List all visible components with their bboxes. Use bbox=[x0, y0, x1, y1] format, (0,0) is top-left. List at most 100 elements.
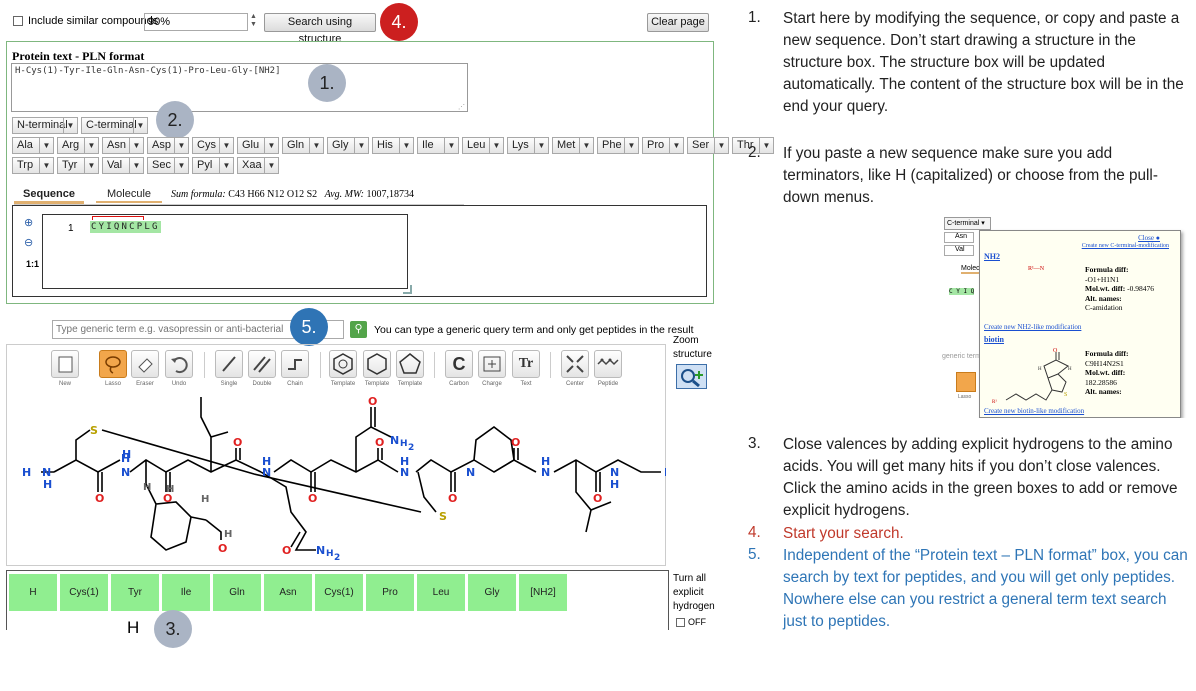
instruction-number: 3. bbox=[748, 435, 761, 452]
tool-peptide[interactable] bbox=[594, 350, 622, 378]
amino-select-cys[interactable]: Cys▼ bbox=[192, 137, 234, 154]
similarity-input[interactable]: 90% bbox=[144, 13, 248, 31]
amino-box-1[interactable]: Cys(1) bbox=[60, 574, 108, 611]
create-biotin-link[interactable]: Create new biotin-like modification bbox=[984, 407, 1085, 415]
n-terminal-select[interactable]: N-terminal▼ bbox=[12, 117, 78, 134]
inset-bg-select: Asn bbox=[944, 232, 974, 243]
amino-select-met[interactable]: Met▼ bbox=[552, 137, 594, 154]
amino-box-10[interactable]: [NH2] bbox=[519, 574, 567, 611]
svg-text:H: H bbox=[400, 455, 409, 468]
create-nh2-link[interactable]: Create new NH2-like modification bbox=[984, 323, 1082, 331]
amino-select-phe[interactable]: Phe▼ bbox=[597, 137, 639, 154]
disulfide-bracket bbox=[92, 216, 144, 220]
tool-template-1[interactable] bbox=[329, 350, 357, 378]
svg-text:R¹: R¹ bbox=[992, 399, 997, 405]
amino-box-0[interactable]: H bbox=[9, 574, 57, 611]
nh2-link[interactable]: NH2 bbox=[984, 252, 1000, 261]
sequence-line-number: 1 bbox=[68, 223, 74, 234]
create-cterm-link[interactable]: Create new C-terminal-modification bbox=[1081, 243, 1169, 249]
amino-select-gln[interactable]: Gln▼ bbox=[282, 137, 324, 154]
tab-molecule[interactable]: Molecule bbox=[96, 188, 162, 203]
sequence-inner-box[interactable] bbox=[42, 214, 408, 289]
amino-box-6[interactable]: Cys(1) bbox=[315, 574, 363, 611]
amino-box-9[interactable]: Gly bbox=[468, 574, 516, 611]
amino-select-ser[interactable]: Ser▼ bbox=[687, 137, 729, 154]
svg-text:O: O bbox=[593, 492, 602, 505]
amino-box-5[interactable]: Asn bbox=[264, 574, 312, 611]
tool-carbon[interactable]: C bbox=[445, 350, 473, 378]
svg-text:O: O bbox=[368, 395, 377, 408]
svg-text:H: H bbox=[122, 448, 131, 461]
callout-4: 4. bbox=[380, 3, 418, 41]
tool-template-3[interactable] bbox=[396, 350, 424, 378]
amino-box-4[interactable]: Gln bbox=[213, 574, 261, 611]
amino-select-xaa[interactable]: Xaa▼ bbox=[237, 157, 279, 174]
hydrogen-toggle-checkbox[interactable] bbox=[676, 618, 685, 627]
generic-term-input[interactable] bbox=[52, 320, 344, 339]
instruction-number: 5. bbox=[748, 546, 761, 563]
amino-box-8[interactable]: Leu bbox=[417, 574, 465, 611]
tool-double-bond[interactable] bbox=[248, 350, 276, 378]
biotin-link[interactable]: biotin bbox=[984, 335, 1005, 344]
amino-select-trp[interactable]: Trp▼ bbox=[12, 157, 54, 174]
hexagon-template-icon bbox=[333, 353, 353, 375]
amino-select-asn[interactable]: Asn▼ bbox=[102, 137, 144, 154]
amino-select-sec[interactable]: Sec▼ bbox=[147, 157, 189, 174]
amino-box-3[interactable]: Ile bbox=[162, 574, 210, 611]
amino-select-label: Ala bbox=[17, 139, 33, 151]
amino-box-7[interactable]: Pro bbox=[366, 574, 414, 611]
sequence-letters[interactable]: CYIQNCPLG bbox=[90, 221, 161, 233]
amino-select-leu[interactable]: Leu▼ bbox=[462, 137, 504, 154]
tool-center[interactable] bbox=[561, 350, 589, 378]
tool-eraser[interactable] bbox=[131, 350, 159, 378]
amino-select-val[interactable]: Val▼ bbox=[102, 157, 144, 174]
generic-search-button[interactable]: ⚲ bbox=[350, 321, 367, 338]
zoom-out-icon[interactable]: ⊖ bbox=[24, 237, 34, 249]
zoom-structure-button[interactable] bbox=[676, 364, 707, 389]
tab-sequence[interactable]: Sequence bbox=[14, 188, 84, 204]
tool-undo[interactable] bbox=[165, 350, 193, 378]
amino-select-gly[interactable]: Gly▼ bbox=[327, 137, 369, 154]
tool-label: Eraser bbox=[136, 381, 154, 387]
c-terminal-select[interactable]: C-terminal▼ bbox=[81, 117, 148, 134]
protein-panel bbox=[6, 41, 714, 304]
popup-close-link[interactable]: Close ● bbox=[1138, 234, 1160, 242]
instruction-number: 4. bbox=[748, 524, 761, 541]
amino-select-tyr[interactable]: Tyr▼ bbox=[57, 157, 99, 174]
amino-select-his[interactable]: His▼ bbox=[372, 137, 414, 154]
resize-grip-icon bbox=[403, 285, 412, 294]
tool-charge[interactable] bbox=[478, 350, 506, 378]
svg-text:H: H bbox=[262, 455, 271, 468]
inset-bg-lasso bbox=[956, 372, 976, 392]
search-using-structure-button[interactable]: Search using structure bbox=[264, 13, 376, 45]
amino-select-lys[interactable]: Lys▼ bbox=[507, 137, 549, 154]
tool-chain[interactable] bbox=[281, 350, 309, 378]
zoom-in-icon[interactable]: ⊕ bbox=[24, 217, 34, 229]
protein-text-area[interactable]: H-Cys(1)-Tyr-Ile-Gln-Asn-Cys(1)-Pro-Leu-… bbox=[11, 63, 468, 112]
amino-box-2[interactable]: Tyr bbox=[111, 574, 159, 611]
tool-single-bond[interactable] bbox=[215, 350, 243, 378]
amino-select-glu[interactable]: Glu▼ bbox=[237, 137, 279, 154]
amino-select-ile[interactable]: Ile▼ bbox=[417, 137, 459, 154]
include-similar-checkbox[interactable] bbox=[13, 16, 23, 26]
amino-select-pro[interactable]: Pro▼ bbox=[642, 137, 684, 154]
inset-bg-input: generic term bbox=[942, 353, 981, 360]
amino-select-label: Val bbox=[107, 159, 123, 171]
svg-text:H: H bbox=[1038, 367, 1042, 372]
tool-lasso[interactable] bbox=[99, 350, 127, 378]
amino-box-panel bbox=[6, 570, 669, 630]
molecule-structure-canvas[interactable]: HNH NHH NH NH N NH NH N N N H2 H2 H2 OOO… bbox=[6, 392, 666, 564]
amino-select-ala[interactable]: Ala▼ bbox=[12, 137, 54, 154]
tool-template-2[interactable] bbox=[363, 350, 391, 378]
similarity-spinner[interactable]: ▲▼ bbox=[250, 13, 257, 28]
tool-text[interactable]: Tr bbox=[512, 350, 540, 378]
tool-new[interactable] bbox=[51, 350, 79, 378]
amino-select-asp[interactable]: Asp▼ bbox=[147, 137, 189, 154]
clear-page-button[interactable]: Clear page bbox=[647, 13, 709, 32]
amino-select-thr[interactable]: Thr▼ bbox=[732, 137, 774, 154]
amino-select-pyl[interactable]: Pyl▼ bbox=[192, 157, 234, 174]
amino-select-arg[interactable]: Arg▼ bbox=[57, 137, 99, 154]
zoom-reset-label[interactable]: 1:1 bbox=[26, 259, 40, 269]
